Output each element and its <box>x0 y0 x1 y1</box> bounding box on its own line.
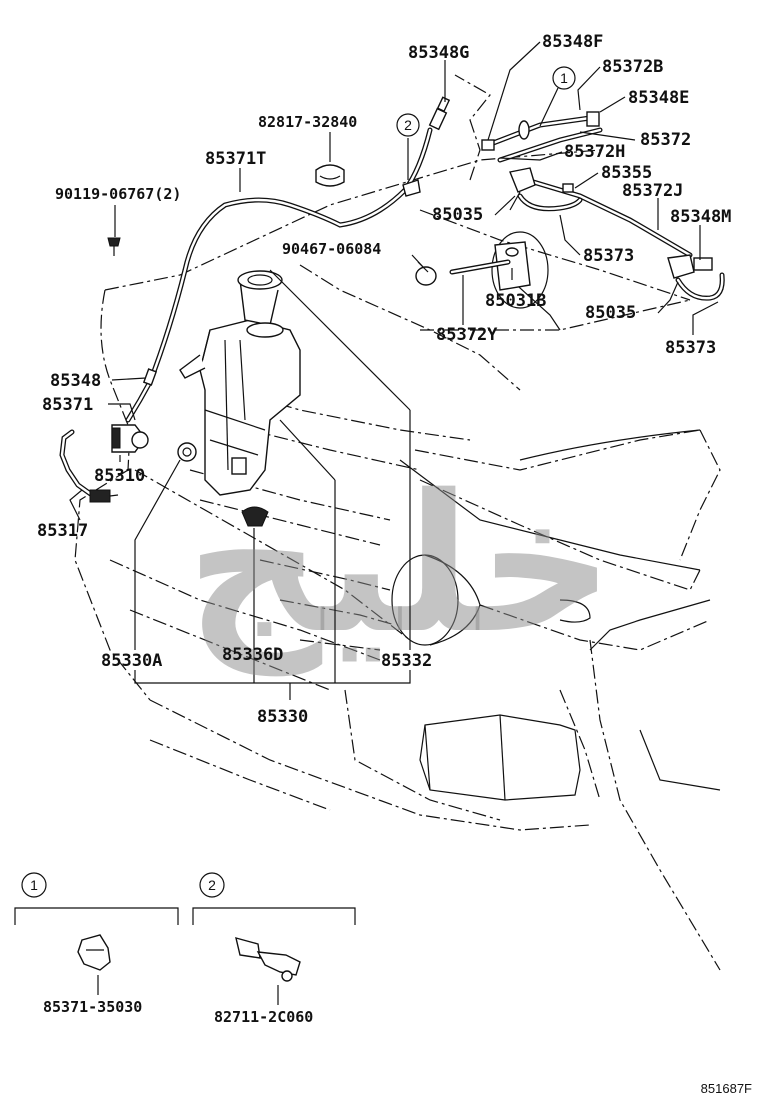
bolt-90119 <box>107 237 121 256</box>
hose-85371 <box>125 379 153 423</box>
inset-1-clip <box>77 934 111 971</box>
pump-grommet <box>177 442 197 462</box>
callout-circle-1: 1 <box>552 66 576 90</box>
watermark: خلیج <box>186 454 615 677</box>
hood-hose-85372J <box>517 175 693 258</box>
label-85317: 85317 <box>37 521 88 541</box>
label-85348E: 85348E <box>628 88 689 108</box>
inset-1-number: 1 <box>30 877 38 893</box>
drawing-reference-code: 851687F <box>701 1081 752 1096</box>
washer-pump-85310 <box>111 424 149 453</box>
label-85310: 85310 <box>94 466 145 486</box>
clamp-82817 <box>315 164 345 187</box>
clip-2-on-hose <box>402 179 421 197</box>
label-85348M: 85348M <box>670 207 731 227</box>
label-85332: 85332 <box>381 651 432 671</box>
leader-lines <box>69 41 719 1005</box>
callout-circle-2: 2 <box>396 113 420 137</box>
label-85348F: 85348F <box>542 32 603 52</box>
watermark-text: خلیج <box>186 454 615 677</box>
vehicle-body-outline <box>74 74 721 971</box>
label-85372B: 85372B <box>602 57 663 77</box>
callout-2-text: 2 <box>404 117 412 133</box>
label-85348G: 85348G <box>408 43 469 63</box>
nozzle-85035-right <box>667 254 713 279</box>
clip-1-on-hood-hose <box>518 120 530 140</box>
inset-2-bracket <box>235 937 301 982</box>
part-labels: 85348G 85348F 85372B 85348E 82817-32840 … <box>37 32 752 1096</box>
fog-lamp <box>419 714 581 801</box>
label-82711-2C060: 82711-2C060 <box>214 1008 313 1026</box>
label-90119-06767: 90119-06767(2) <box>55 185 181 203</box>
label-85372J: 85372J <box>622 181 683 201</box>
label-90467-06084: 90467-06084 <box>282 240 381 258</box>
grommet-85336D <box>241 506 269 683</box>
headlamp <box>391 554 591 646</box>
clip-90467 <box>415 261 437 286</box>
label-85371-35030: 85371-35030 <box>43 998 142 1016</box>
label-85031B: 85031B <box>485 291 546 311</box>
pump-harness-85317 <box>59 429 119 503</box>
label-85373-lower: 85373 <box>665 338 716 358</box>
hose-85373-lower <box>675 272 725 301</box>
callout-1-text: 1 <box>560 70 568 86</box>
label-85035-lower: 85035 <box>585 303 636 323</box>
label-85372Y: 85372Y <box>436 325 498 345</box>
joint-85348G <box>428 96 451 131</box>
label-85330A: 85330A <box>101 651 162 671</box>
label-85371: 85371 <box>42 395 93 415</box>
headlamp-cleaner-85031B <box>449 231 549 309</box>
label-85355: 85355 <box>601 163 652 183</box>
label-82817-32840: 82817-32840 <box>258 113 357 131</box>
joint-85348 <box>142 368 158 386</box>
label-85373-upper: 85373 <box>583 246 634 266</box>
label-85372H: 85372H <box>564 142 625 162</box>
inset-2-number: 2 <box>208 877 216 893</box>
label-85371T: 85371T <box>205 149 266 169</box>
hose-85373-upper <box>517 193 583 212</box>
inset-2-circle: 2 <box>199 872 225 898</box>
washer-tank <box>179 270 301 496</box>
label-85372: 85372 <box>640 130 691 150</box>
label-85336D: 85336D <box>222 645 283 665</box>
inset-1-circle: 1 <box>21 872 47 898</box>
label-85035-upper: 85035 <box>432 205 483 225</box>
inset-rules <box>14 907 356 925</box>
label-85348: 85348 <box>50 371 101 391</box>
label-85330: 85330 <box>257 707 308 727</box>
